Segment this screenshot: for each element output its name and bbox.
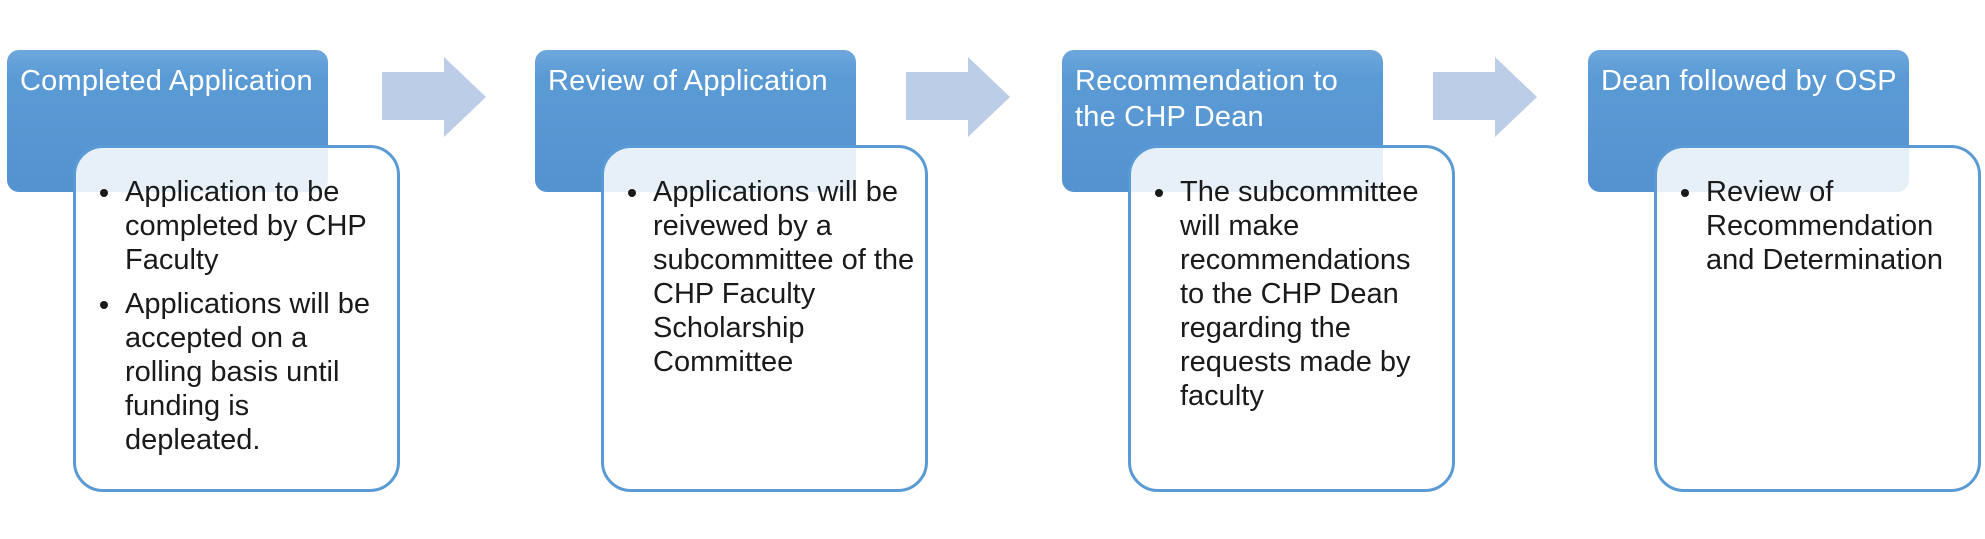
bullet-item: Applications will be accepted on a rolli… <box>123 287 387 457</box>
bullet-item: Review of Recommendation and Determinati… <box>1704 175 1968 277</box>
step-3-body: The subcommittee will make recommendatio… <box>1128 145 1455 492</box>
bullet-item: Application to be completed by CHP Facul… <box>123 175 387 277</box>
flow-arrow-icon <box>906 57 1010 137</box>
step-1-body: Application to be completed by CHP Facul… <box>73 145 400 492</box>
step-4-title: Dean followed by OSP <box>1601 65 1897 97</box>
step-2-body: Applications will be reivewed by a subco… <box>601 145 928 492</box>
flow-arrow-icon <box>382 57 486 137</box>
step-4-body: Review of Recommendation and Determinati… <box>1654 145 1981 492</box>
step-2-title: Review of Application <box>548 65 828 97</box>
flow-arrow-icon <box>1433 57 1537 137</box>
step-group-2: Review of Application Applications will … <box>535 0 930 539</box>
bullet-list: Application to be completed by CHP Facul… <box>76 175 387 457</box>
bullet-list: Review of Recommendation and Determinati… <box>1657 175 1968 277</box>
bullet-list: The subcommittee will make recommendatio… <box>1131 175 1442 413</box>
step-group-1: Completed Application Application to be … <box>7 0 402 539</box>
bullet-list: Applications will be reivewed by a subco… <box>604 175 915 379</box>
bullet-item: The subcommittee will make recommendatio… <box>1178 175 1442 413</box>
step-group-4: Dean followed by OSP Review of Recommend… <box>1588 0 1983 539</box>
step-1-title: Completed Application <box>20 65 313 97</box>
bullet-item: Applications will be reivewed by a subco… <box>651 175 915 379</box>
step-3-title: Recommendation to the CHP Dean <box>1075 65 1338 133</box>
step-group-3: Recommendation to the CHP Dean The subco… <box>1062 0 1457 539</box>
